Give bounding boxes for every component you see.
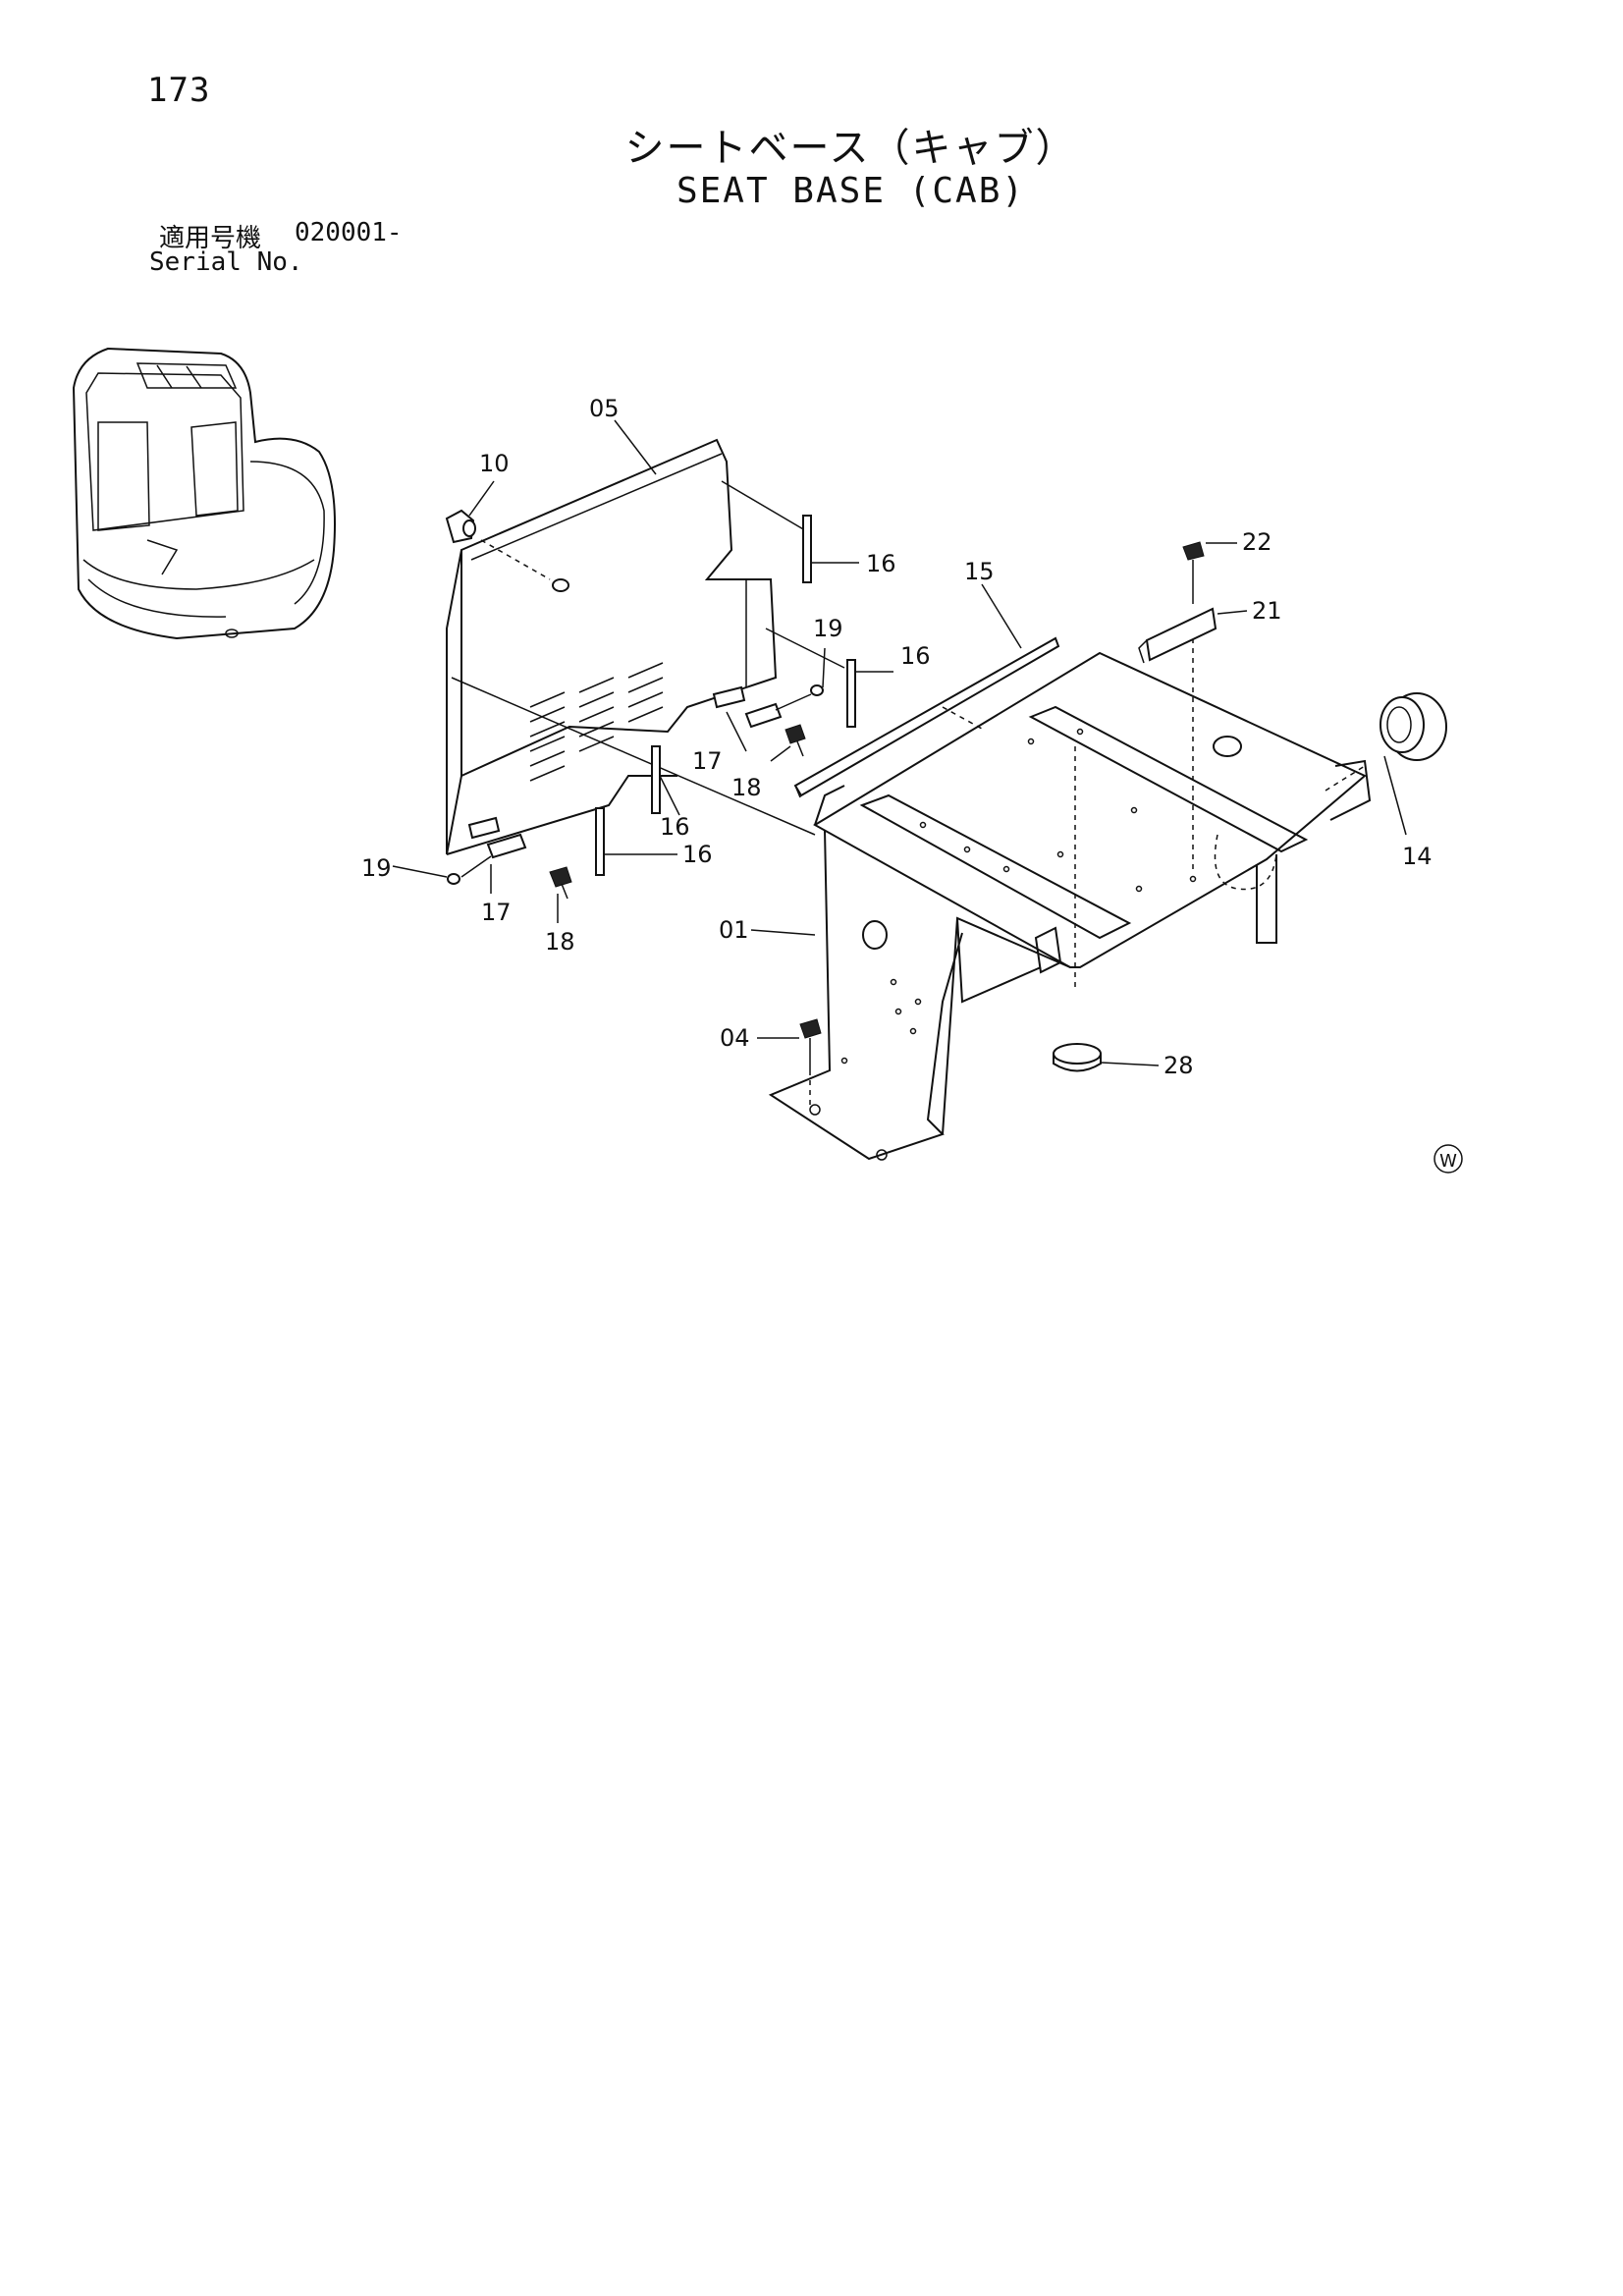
callout-18-lower: 18: [545, 928, 575, 956]
machine-thumbnail-illustration: [72, 347, 336, 640]
callout-16-right: 16: [900, 642, 931, 670]
part-17-18-19-lower-hardware: [447, 816, 572, 900]
callout-28: 28: [1163, 1052, 1194, 1079]
w-mark: W: [1434, 1144, 1463, 1174]
callout-16-lower: 16: [682, 841, 713, 868]
callout-16-middle: 16: [660, 813, 690, 841]
callout-17-upper: 17: [692, 747, 723, 775]
part-16-strips: [595, 515, 856, 876]
callout-14: 14: [1402, 843, 1433, 870]
callout-15: 15: [964, 558, 995, 585]
part-14-grommet: [1380, 692, 1447, 761]
serial-label-japanese: 適用号機: [159, 224, 262, 253]
callout-19-upper: 19: [813, 615, 843, 642]
title-japanese: シートベース（キャブ）: [624, 126, 1077, 171]
part-15-rubber-strip: [793, 636, 1060, 798]
part-17-18-19-upper-hardware: [712, 684, 824, 757]
part-10-plug: [445, 509, 476, 544]
callout-18-upper: 18: [731, 774, 762, 801]
callout-labels: 05 10 16 15 22 21 19 16 17 18 16 16 19 1…: [361, 395, 1433, 1079]
w-mark-letter: W: [1439, 1151, 1457, 1172]
part-01-seat-base: [768, 619, 1372, 1161]
page-number: 173: [147, 71, 211, 110]
callout-17-lower: 17: [481, 899, 512, 926]
part-05-rear-cover: [446, 438, 845, 855]
callout-04: 04: [720, 1024, 750, 1052]
callout-01: 01: [719, 916, 749, 944]
serial-value: 020001-: [295, 218, 403, 247]
callout-19-lower: 19: [361, 854, 392, 882]
serial-label-english: Serial No.: [149, 247, 303, 277]
callout-05: 05: [589, 395, 620, 422]
part-21-22-bracket-bolt: [1138, 541, 1217, 664]
callout-21: 21: [1252, 597, 1282, 625]
callout-10: 10: [479, 450, 510, 477]
part-28-grommet: [1053, 1043, 1102, 1072]
callout-22: 22: [1242, 528, 1272, 556]
callout-leader-lines: [392, 419, 1407, 1066]
title-english: SEAT BASE (CAB): [676, 171, 1026, 211]
part-04-bolt: [799, 1018, 822, 1105]
callout-16-upper: 16: [866, 550, 896, 577]
